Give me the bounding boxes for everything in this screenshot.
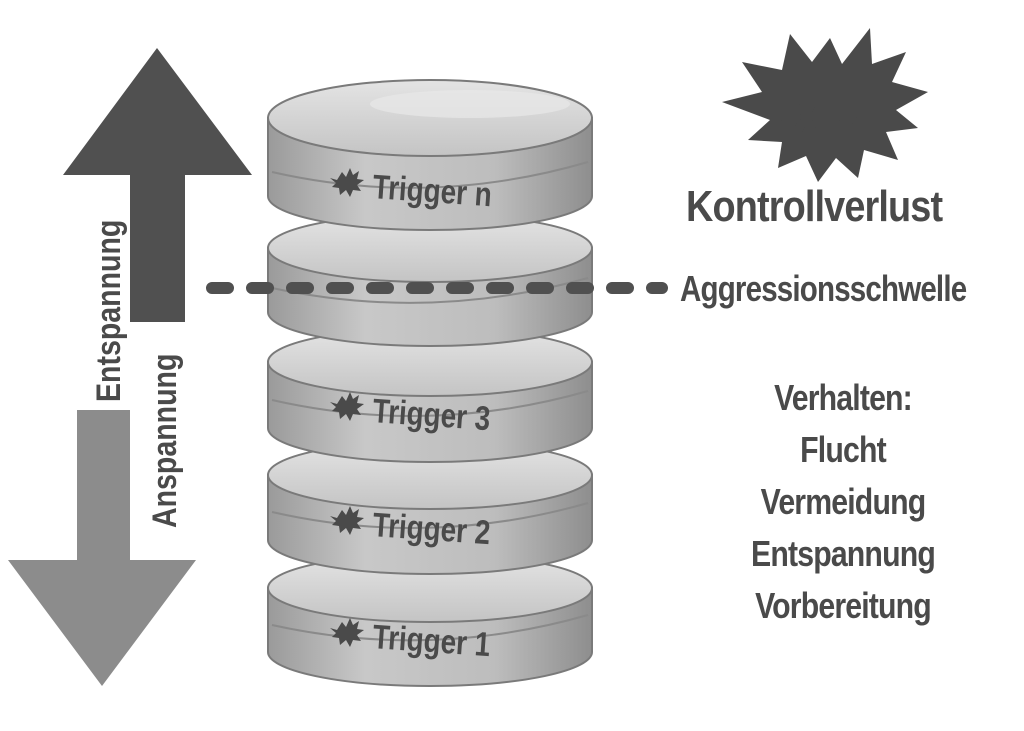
disc-label: Trigger 2 [371, 505, 491, 551]
bang-burst: BANG [722, 28, 928, 182]
disc-trigger-3: Trigger 3 [267, 327, 593, 463]
kontrollverlust-title: Kontrollverlust [686, 182, 943, 231]
disc-trigger-n: Trigger n [267, 79, 593, 231]
disc-trigger-1: Trigger 1 [267, 553, 593, 687]
up-arrow-shape [63, 48, 252, 322]
burst-icon [330, 618, 364, 647]
behaviour-item: Vorbereitung [755, 585, 932, 626]
burst-icon [330, 506, 364, 535]
behaviour-item: Vermeidung [760, 481, 927, 522]
aggressionsschwelle-label: Aggressionsschwelle [680, 268, 967, 309]
behaviour-item: Entspannung [751, 533, 936, 574]
entspannung-label: Entspannung [90, 220, 128, 402]
anspannung-label: Anspannung [146, 354, 184, 528]
behaviour-heading: Verhalten: [774, 377, 913, 418]
disc-label: Trigger 3 [371, 391, 491, 437]
behaviour-item: Flucht [800, 429, 887, 470]
anspannung-arrow: Anspannung [63, 48, 252, 528]
burst-icon [330, 168, 364, 197]
disc-label: Trigger 1 [371, 617, 491, 663]
entspannung-arrow: Entspannung [8, 220, 196, 686]
burst-icon [330, 392, 364, 421]
behaviour-list: Verhalten: Flucht Vermeidung Entspannung… [700, 372, 986, 632]
trigger-stack: Trigger 1 Trigger 2 Trigger 3 [267, 79, 593, 687]
down-arrow-shape [8, 410, 196, 686]
disc-blank [267, 213, 593, 347]
explosion-icon [722, 28, 928, 182]
disc-label: Trigger n [371, 167, 493, 213]
